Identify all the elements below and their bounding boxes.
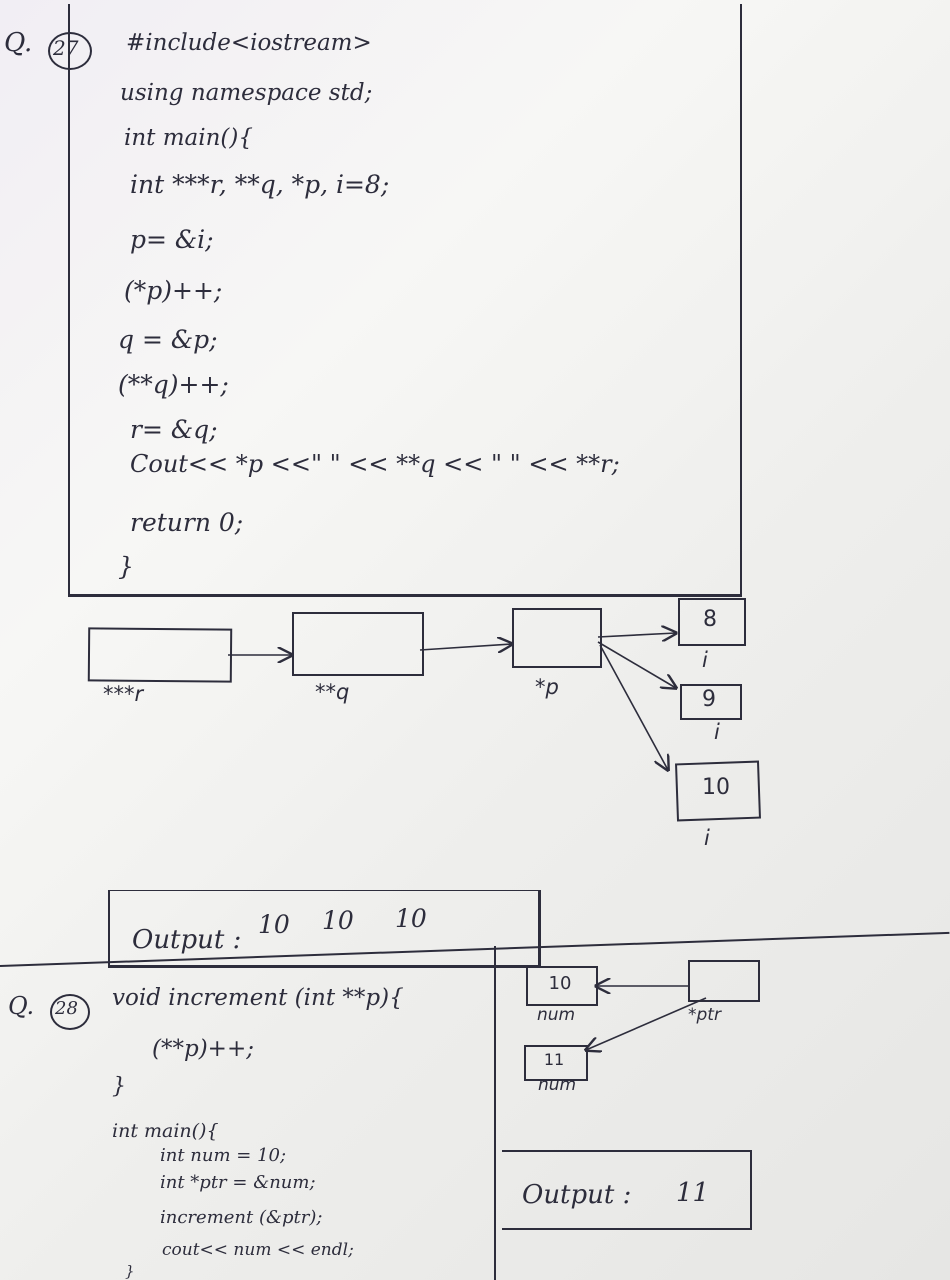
i-value-9: 9: [702, 687, 716, 712]
i-value-10: 10: [702, 775, 730, 800]
q28-code-line: void increment (int **p){: [112, 985, 404, 1011]
p-label: *p: [535, 675, 559, 699]
q27-output-value: 10: [258, 910, 290, 939]
q28-code-line: }: [112, 1074, 126, 1099]
q28-output-value: 11: [676, 1178, 710, 1208]
q28-code-line: int num = 10;: [160, 1145, 287, 1166]
q27-code-line: p= &i;: [130, 225, 214, 254]
q28-code-line: (**p)++;: [152, 1036, 254, 1062]
q-box: [292, 612, 424, 676]
q27-code-line: (**q)++;: [118, 370, 229, 399]
column-divider: [494, 946, 496, 1280]
q27-number-circle: [48, 32, 92, 70]
q27-label: Q.: [4, 28, 33, 58]
q27-code-line: }: [118, 552, 134, 581]
q27-code-line: int main(){: [124, 125, 253, 151]
q27-code-line: return 0;: [130, 508, 244, 537]
q27-code-line: q = &p;: [118, 325, 218, 354]
i-box-8: [678, 598, 746, 646]
r-label: ***r: [103, 682, 144, 706]
q27-code-line: using namespace std;: [120, 80, 373, 106]
q27-output-box: [108, 890, 541, 968]
q28-code-line: increment (&ptr);: [160, 1207, 323, 1228]
q28-output-box: [502, 1150, 752, 1230]
arrow-p-to-i10: [599, 644, 668, 770]
q27-code-line: r= &q;: [130, 415, 218, 444]
q27-code-line: #include<iostream>: [126, 30, 372, 56]
q28-output-label: Output :: [522, 1180, 632, 1210]
q27-code-line: Cout<< *p <<" " << **q << " " << **r;: [130, 450, 620, 478]
q28-code-line: int *ptr = &num;: [160, 1172, 316, 1193]
arrow-q-to-p: [419, 644, 512, 650]
q27-output-value: 10: [395, 904, 427, 933]
q27-output-label: Output :: [132, 925, 242, 955]
q27-code-frame: [68, 4, 742, 597]
ptr-label: *ptr: [688, 1005, 721, 1025]
q27-output-value: 10: [322, 906, 354, 935]
num-label: num: [538, 1075, 577, 1095]
arrow-p-to-i9: [597, 641, 676, 688]
arrow-ptr-to-num11: [586, 997, 707, 1050]
num-value-11: 11: [543, 1050, 565, 1069]
arrow-p-to-i8: [597, 633, 676, 637]
q28-number: 28: [55, 998, 78, 1019]
num-box-11: [524, 1045, 588, 1081]
i-label: i: [714, 720, 720, 744]
i-value-8: 8: [703, 607, 717, 632]
q27-code-line: int ***r, **q, *p, i=8;: [130, 170, 390, 199]
q27-number: 27: [53, 36, 79, 60]
q28-code-line: int main(){: [112, 1120, 219, 1142]
q28-label: Q.: [8, 992, 35, 1020]
q28-code-line: cout<< num << endl;: [162, 1240, 354, 1260]
num-label: num: [537, 1005, 576, 1025]
q27-code-line: (*p)++;: [124, 276, 223, 305]
i-label: i: [704, 826, 710, 850]
num-value-10: 10: [548, 973, 572, 994]
ptr-box: [688, 960, 760, 1002]
q28-number-circle: [50, 994, 90, 1030]
q28-code-line: }: [125, 1262, 135, 1280]
i-label: i: [702, 648, 708, 672]
q-label: **q: [315, 680, 350, 704]
i-box-9: [680, 684, 742, 720]
